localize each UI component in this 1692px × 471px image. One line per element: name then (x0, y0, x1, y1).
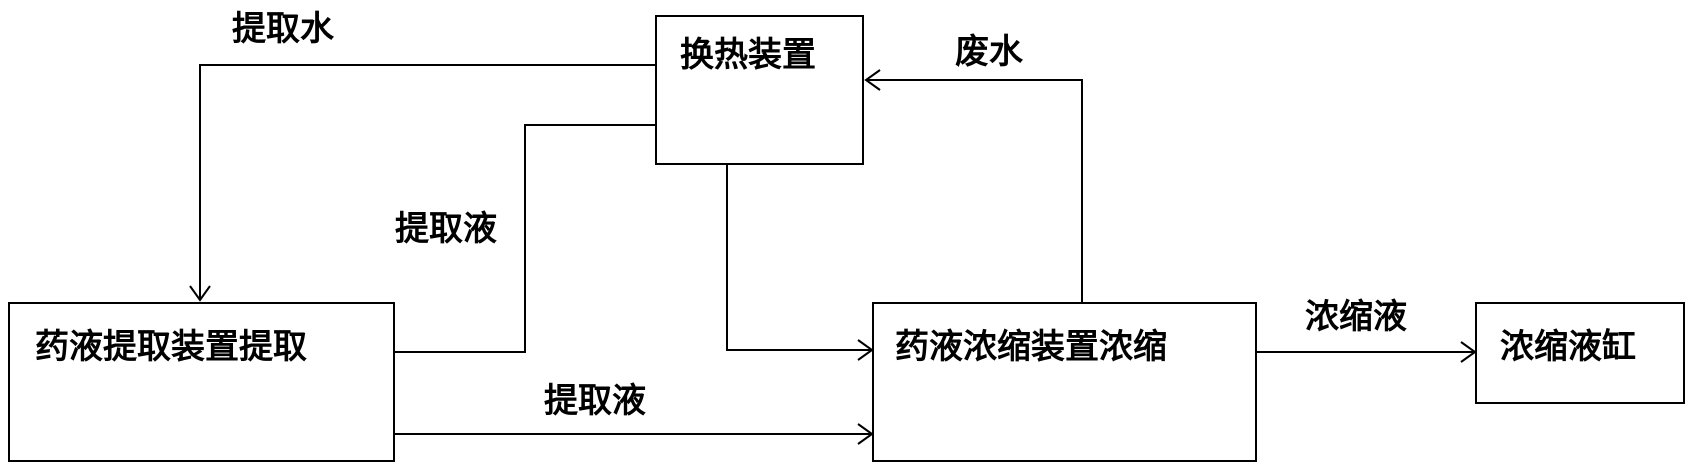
concentrate-arrowhead (1460, 341, 1477, 363)
waste-water-line (866, 79, 1083, 302)
concentrator-label: 药液浓缩装置浓缩 (895, 327, 1167, 367)
concentrate-tank-box (1475, 302, 1685, 404)
extractor-box (8, 302, 395, 462)
extractor-label: 药液提取装置提取 (35, 327, 307, 367)
extract-lower-arrowhead (857, 423, 874, 445)
extraction-water-line (199, 64, 655, 300)
concentrator-box (872, 302, 1257, 462)
extraction-water-arrowhead (189, 285, 211, 302)
concentrate-label: 浓缩液 (1305, 297, 1407, 337)
extract-lower-label: 提取液 (544, 381, 646, 421)
heat-to-concentrator-arrowhead (857, 339, 874, 361)
waste-water-label: 废水 (955, 32, 1023, 72)
extract-upper-line (395, 124, 655, 353)
heat-to-concentrator-line (726, 165, 872, 351)
heat-exchanger-label: 换热装置 (680, 35, 816, 75)
extraction-water-label: 提取水 (232, 9, 334, 49)
heat-exchanger-box (655, 15, 864, 165)
extract-upper-label: 提取液 (395, 209, 497, 249)
concentrate-tank-label: 浓缩液缸 (1500, 327, 1636, 367)
waste-water-arrowhead (864, 69, 881, 91)
